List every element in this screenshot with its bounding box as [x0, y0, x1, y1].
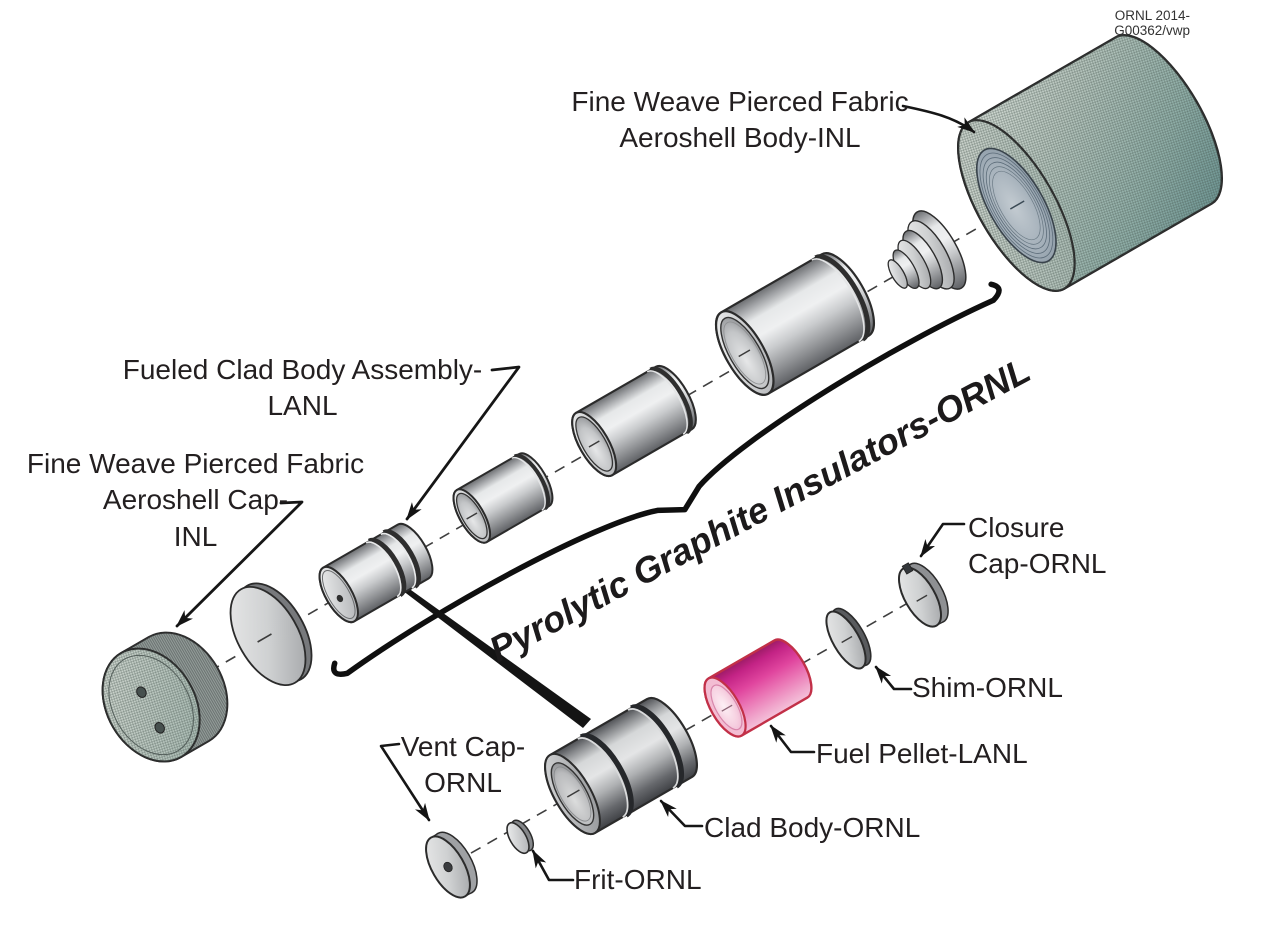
shim-graphic — [825, 607, 872, 670]
label-fuel-pellet: Fuel Pellet-LANL — [816, 738, 1028, 769]
leader-clad-body — [659, 799, 704, 828]
label-frit: Frit-ORNL — [574, 864, 702, 895]
label-line: Fueled Clad Body Assembly- — [122, 354, 483, 385]
figure-number: ORNL 2014-G00362/vwp — [1114, 8, 1190, 38]
aeroshell-body-graphic — [956, 34, 1224, 292]
vent-cap-graphic — [425, 831, 478, 899]
fueled-clad-assembly-graphic — [318, 522, 434, 624]
fuel-pellet-graphic — [703, 638, 813, 738]
aeroshell-cap-graphic — [101, 631, 229, 763]
label-fueled-clad-assembly: Fueled Clad Body Assembly- LANL — [100, 352, 505, 425]
leader-closure-cap — [919, 522, 966, 558]
label-line: Aeroshell Body-INL — [619, 122, 861, 154]
label-closure-cap: Closure Cap-ORNL — [968, 510, 1106, 583]
closure-cap-graphic — [898, 562, 949, 628]
label-line: INL — [173, 520, 218, 552]
leader-shim — [874, 665, 913, 691]
label-line: Cap-ORNL — [968, 548, 1107, 580]
label-line: Fine Weave Pierced Fabric — [571, 86, 909, 117]
label-line: Fine Weave Pierced Fabric — [26, 448, 365, 479]
leader-fueled-clad-assembly — [405, 365, 521, 521]
label-line: LANL — [267, 390, 338, 422]
label-line: Vent Cap- — [400, 731, 526, 762]
insulator-sleeve-small-graphic — [452, 452, 554, 544]
graphite-disc-graphic — [229, 582, 313, 687]
clad-body-graphic — [544, 696, 698, 836]
leader-vent-cap — [379, 742, 431, 822]
leader-aeroshell-body — [901, 104, 976, 134]
label-shim: Shim-ORNL — [912, 672, 1063, 703]
leader-fuel-pellet — [769, 724, 816, 754]
label-clad-body: Clad Body-ORNL — [704, 812, 921, 843]
leader-frit — [531, 849, 575, 882]
insulator-sleeve-large-graphic — [714, 252, 876, 396]
frit-graphic — [506, 819, 535, 855]
label-aeroshell-body: Fine Weave Pierced Fabric Aeroshell Body… — [565, 84, 915, 157]
label-line: ORNL — [424, 767, 502, 799]
label-line: Closure — [968, 512, 1065, 543]
label-line: Aeroshell Cap- — [102, 484, 289, 516]
insulators-brace — [331, 281, 1002, 677]
leader-aeroshell-cap — [175, 500, 304, 628]
explosion-wedge-line — [394, 580, 591, 728]
insulator-sleeve-medium-graphic — [571, 364, 697, 478]
label-vent-cap: Vent Cap- ORNL — [393, 729, 533, 802]
nested-insulator-caps-graphic — [887, 210, 967, 290]
label-aeroshell-cap: Fine Weave Pierced Fabric Aeroshell Cap-… — [18, 446, 373, 555]
